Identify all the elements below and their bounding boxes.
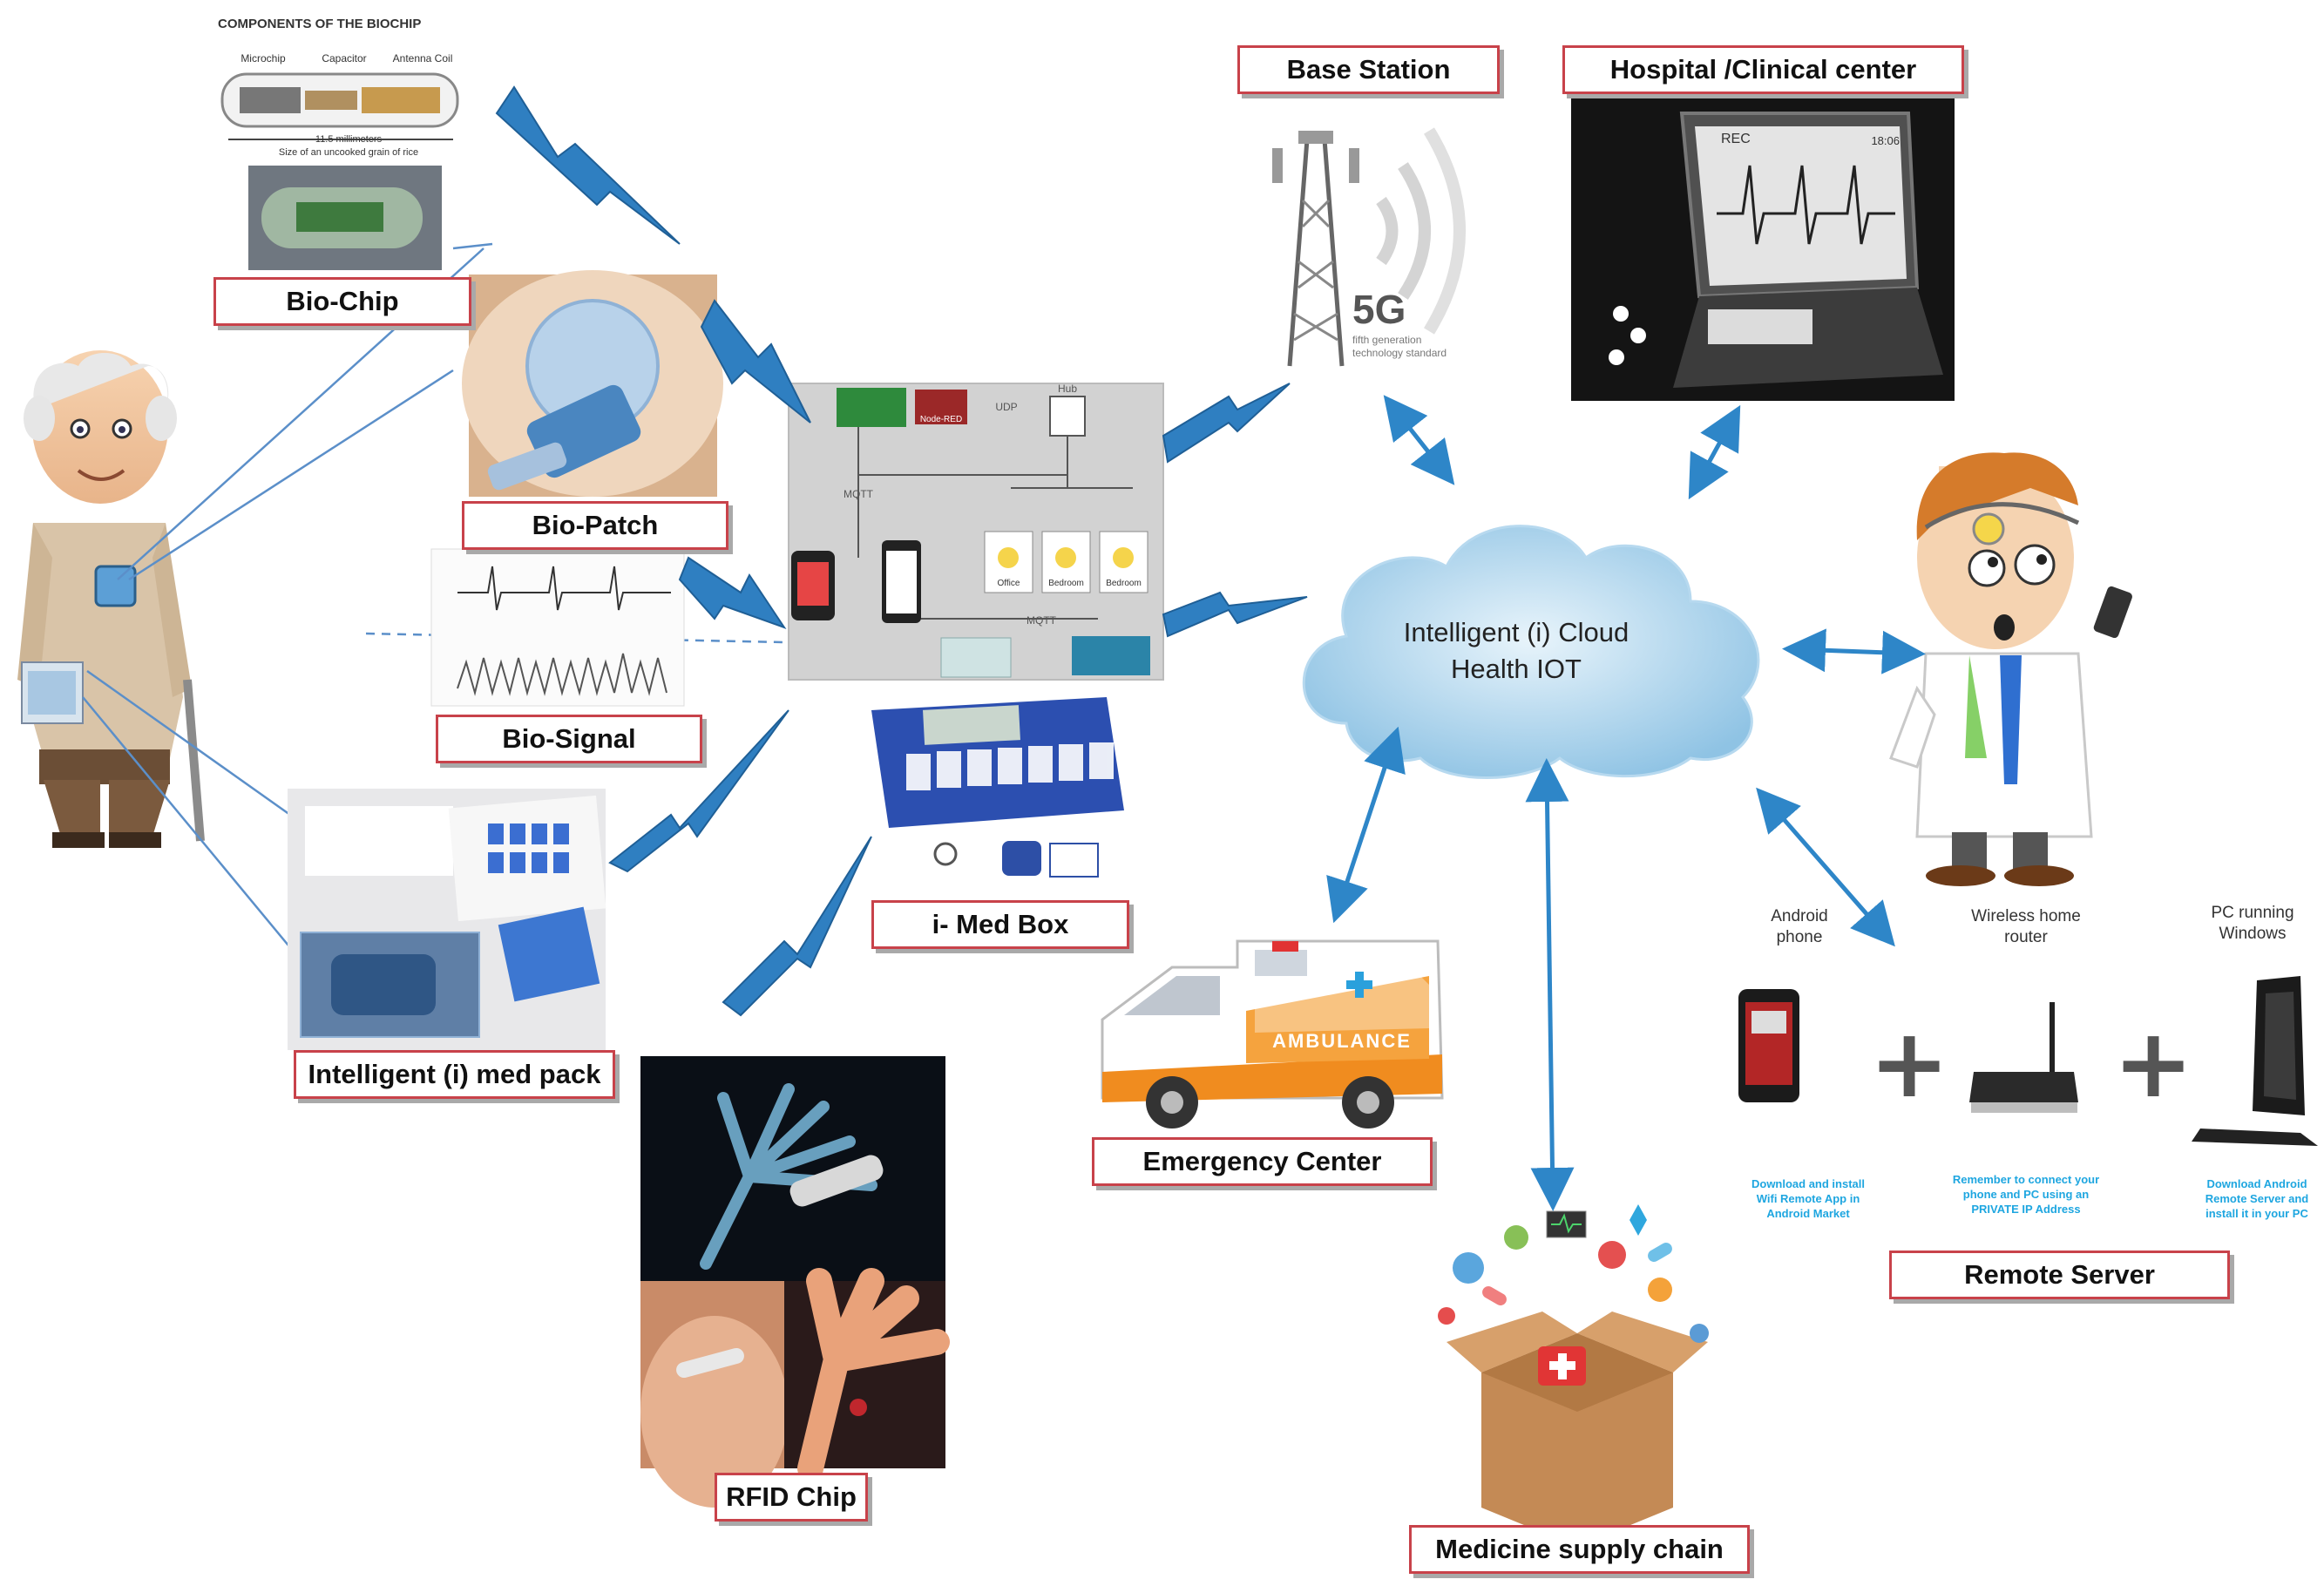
hub-hub-label: Hub: [1057, 383, 1077, 395]
laptop-time: 18:06: [1871, 134, 1900, 147]
label-bio-patch: Bio-Patch: [462, 501, 728, 550]
ambulance-text: AMBULANCE: [1272, 1030, 1412, 1052]
cloud-title-line1: Intelligent (i) Cloud: [1403, 617, 1630, 647]
base-station-tower: [1272, 127, 1466, 367]
label-remote-server: Remote Server: [1889, 1250, 2230, 1299]
biochip-size-note: Size of an uncooked grain of rice: [278, 147, 419, 158]
label-hospital: Hospital /Clinical center: [1562, 45, 1964, 94]
device-note-phone: Download and install Wifi Remote App in …: [1751, 1177, 1865, 1220]
device-caption-pc: PC running Windows: [2211, 904, 2294, 943]
med-pack-photo: [288, 789, 606, 1050]
label-rfid-chip: RFID Chip: [715, 1473, 868, 1522]
hub-bulb-2: Bedroom: [1048, 579, 1084, 588]
label-med-pack: Intelligent (i) med pack: [294, 1050, 615, 1099]
smart-hub-diagram: [788, 383, 1164, 681]
biochip-components-diagram: [220, 72, 459, 140]
label-med-box: i- Med Box: [871, 900, 1129, 949]
ambulance-illustration: [1101, 939, 1444, 1128]
hub-node-red: Node-RED: [919, 415, 963, 424]
device-caption-phone: Android phone: [1771, 907, 1828, 946]
hub-udp: UDP: [995, 401, 1018, 413]
device-note-router: Remember to connect your phone and PC us…: [1952, 1173, 2100, 1216]
med-box-photo: [871, 697, 1124, 878]
bio-signal-chart: [430, 548, 685, 707]
biochip-photo: [248, 166, 442, 270]
plus-sign-2: +: [2113, 1007, 2194, 1119]
biochip-part-antenna: Antenna Coil: [392, 52, 453, 64]
device-note-pc: Download Android Remote Server and insta…: [2205, 1177, 2309, 1220]
label-emergency-center: Emergency Center: [1092, 1137, 1433, 1186]
hub-mqtt-1: MQTT: [844, 488, 873, 500]
biochip-part-microchip: Microchip: [241, 52, 286, 64]
elderly-patient-illustration: [17, 350, 205, 848]
cloud-shape: [1302, 525, 1760, 779]
hub-mqtt-2: MQTT: [1026, 614, 1056, 627]
cloud-title-line2: Health IOT: [1451, 654, 1582, 684]
rfid-hand-photo: [784, 1268, 950, 1481]
device-caption-router: Wireless home router: [1971, 907, 2081, 946]
wireless-lightning-bolts: [495, 85, 1308, 1017]
label-medicine-supply-chain: Medicine supply chain: [1409, 1525, 1750, 1574]
biochip-diagram-title: COMPONENTS OF THE BIOCHIP: [218, 17, 422, 31]
windows-pc-illustration: [2192, 976, 2318, 1146]
wireless-router-illustration: [1969, 1002, 2078, 1113]
cloud-title: Intelligent (i) Cloud Health IOT: [1359, 614, 1673, 688]
plus-sign-1: +: [1869, 1007, 1950, 1119]
rfid-xray-photo: [640, 1056, 945, 1281]
android-phone-illustration: [1738, 989, 1799, 1102]
biochip-measure: 11.5 millimeters: [315, 134, 383, 145]
doctor-illustration: [1889, 452, 2132, 886]
laptop-rec: REC: [1721, 132, 1751, 146]
bio-patch-photo: [462, 270, 723, 497]
label-base-station: Base Station: [1237, 45, 1500, 94]
hospital-laptop-photo: [1571, 87, 1955, 401]
label-bio-chip: Bio-Chip: [213, 277, 471, 326]
medicine-supply-box: [1438, 1204, 1709, 1547]
rfid-finger-photo: [640, 1281, 789, 1508]
tower-subtitle: fifth generation technology standard: [1352, 334, 1447, 359]
tower-5g-badge: 5G: [1352, 287, 1406, 332]
label-bio-signal: Bio-Signal: [436, 715, 702, 763]
network-arrows: [1326, 395, 1926, 1211]
biochip-part-capacitor: Capacitor: [322, 52, 367, 64]
hub-bulb-3: Bedroom: [1106, 579, 1142, 588]
hub-bulb-1: Office: [997, 579, 1020, 588]
